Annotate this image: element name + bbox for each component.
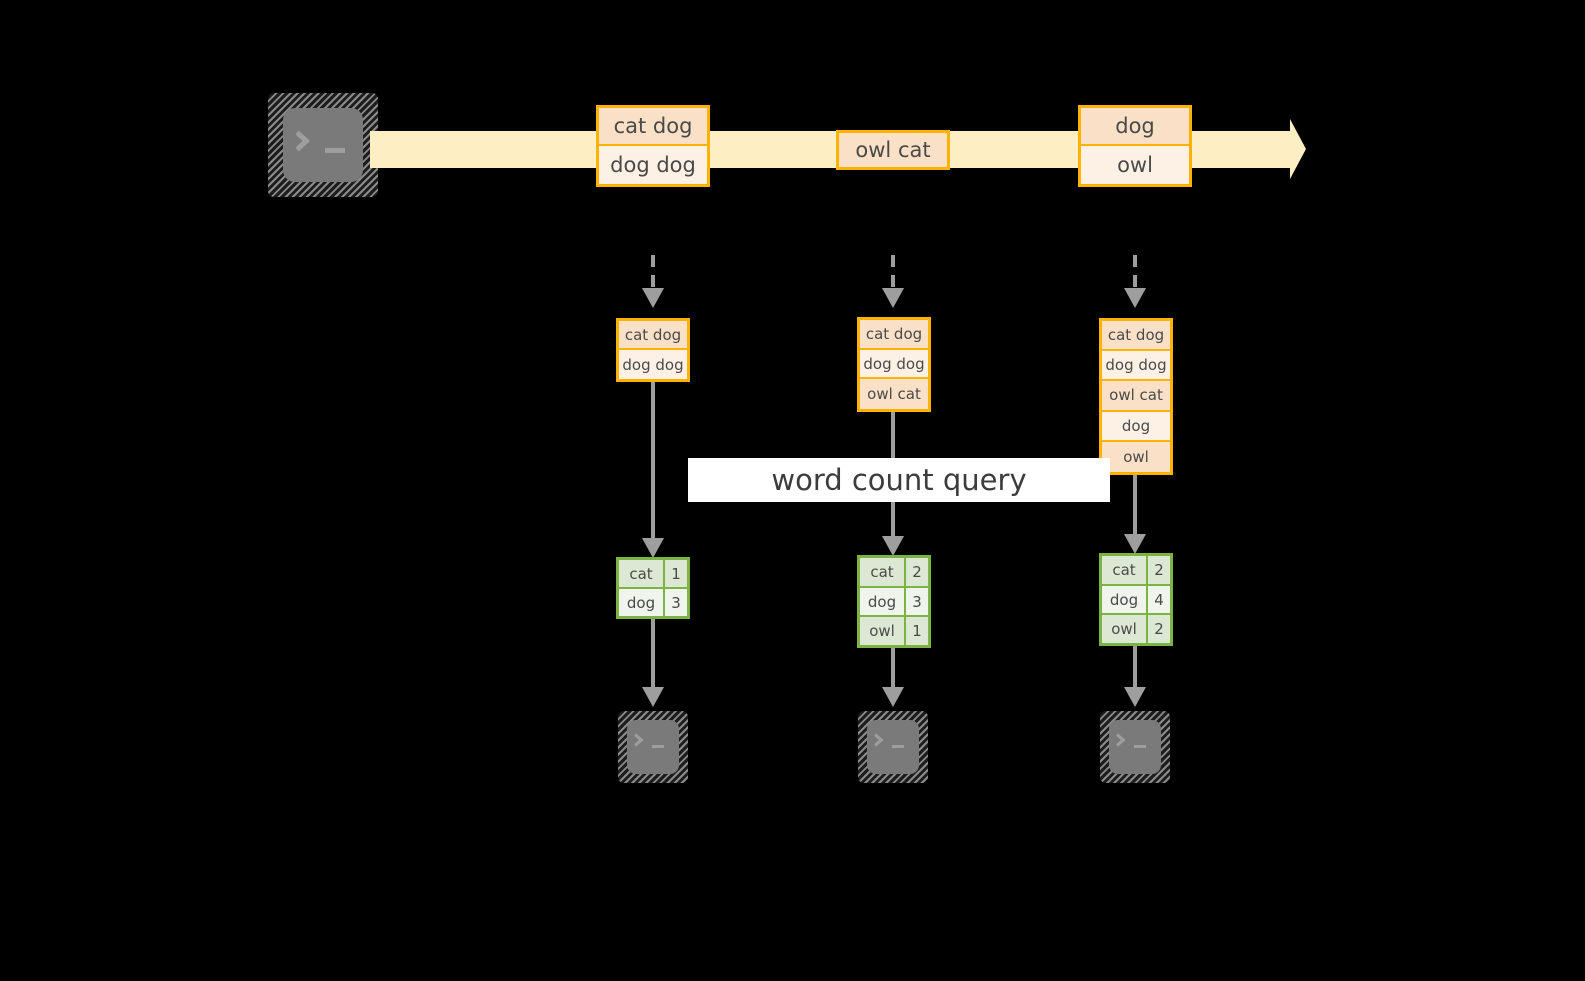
ingest-arrow-head-1	[642, 288, 664, 308]
snapshot-result-2[interactable]: cat 2 dog 3 owl 1	[857, 555, 931, 648]
snapshot-input-1[interactable]: cat dog dog dog	[616, 318, 690, 382]
result-row: dog 4	[1102, 585, 1170, 616]
result-row: dog 3	[860, 587, 928, 618]
query-banner: word count query	[688, 458, 1110, 502]
ingest-arrow-line-1	[651, 255, 655, 297]
prompt-underscore-icon	[325, 148, 345, 153]
output-arrow-line-3	[1133, 646, 1137, 695]
stream-event-line: owl	[1081, 146, 1189, 184]
result-count: 2	[1148, 615, 1170, 644]
prompt-chevron-icon	[295, 128, 317, 154]
query-arrow-line-3	[1133, 475, 1137, 548]
snapshot-input-line: owl cat	[860, 379, 928, 409]
output-arrow-line-1	[651, 619, 655, 695]
snapshot-input-line: cat dog	[1102, 321, 1170, 352]
result-count: 4	[1148, 585, 1170, 614]
result-word: dog	[860, 587, 906, 616]
result-word: owl	[860, 617, 906, 646]
stream-event-line: dog dog	[599, 146, 707, 184]
ingest-arrow-head-3	[1124, 288, 1146, 308]
prompt-chevron-icon	[633, 732, 648, 749]
prompt-underscore-icon	[652, 745, 664, 748]
result-word: cat	[860, 558, 906, 586]
result-count: 3	[906, 587, 928, 616]
stream-event-line: owl cat	[839, 133, 947, 167]
snapshot-input-line: dog dog	[619, 350, 687, 379]
stream-event-2[interactable]: owl cat	[836, 130, 950, 170]
prompt-chevron-icon	[873, 732, 888, 749]
prompt-underscore-icon	[1134, 745, 1146, 748]
result-count: 2	[906, 558, 928, 586]
snapshot-input-line: cat dog	[860, 320, 928, 350]
result-row: dog 3	[619, 589, 687, 616]
result-count: 1	[906, 617, 928, 646]
snapshot-input-line: owl cat	[1102, 381, 1170, 412]
snapshot-input-line: cat dog	[619, 321, 687, 350]
result-word: cat	[1102, 556, 1148, 584]
query-arrow-line-1	[651, 382, 655, 550]
snapshot-input-3[interactable]: cat dog dog dog owl cat dog owl	[1099, 318, 1173, 475]
result-count: 2	[1148, 556, 1170, 584]
ingest-arrow-line-2	[891, 255, 895, 297]
snapshot-input-2[interactable]: cat dog dog dog owl cat	[857, 317, 931, 412]
query-arrow-head-1	[642, 538, 664, 558]
ingest-arrow-head-2	[882, 288, 904, 308]
result-count: 1	[665, 560, 687, 587]
output-arrow-head-3	[1124, 687, 1146, 707]
query-arrow-head-3	[1124, 534, 1146, 554]
result-row: cat 1	[619, 560, 687, 589]
terminal-screen	[1109, 720, 1161, 774]
result-row: cat 2	[1102, 556, 1170, 586]
stream-event-3[interactable]: dog owl	[1078, 105, 1192, 187]
result-row: cat 2	[860, 558, 928, 588]
output-arrow-head-2	[882, 687, 904, 707]
result-row: owl 1	[860, 617, 928, 646]
snapshot-input-line: dog dog	[860, 349, 928, 380]
result-row: owl 2	[1102, 615, 1170, 644]
output-arrow-head-1	[642, 687, 664, 707]
prompt-chevron-icon	[1115, 732, 1130, 749]
stream-event-1[interactable]: cat dog dog dog	[596, 105, 710, 187]
ingest-arrow-line-3	[1133, 255, 1137, 297]
result-count: 3	[665, 589, 687, 616]
event-stream-arrowhead-icon	[1290, 119, 1306, 179]
source-terminal-icon	[268, 93, 378, 197]
snapshot-result-1[interactable]: cat 1 dog 3	[616, 557, 690, 619]
terminal-screen	[867, 720, 919, 774]
sink-terminal-3	[1100, 711, 1170, 783]
terminal-screen	[627, 720, 679, 774]
terminal-screen	[283, 108, 363, 182]
prompt-underscore-icon	[892, 745, 904, 748]
snapshot-input-line: dog dog	[1102, 351, 1170, 382]
result-word: owl	[1102, 615, 1148, 644]
sink-terminal-2	[858, 711, 928, 783]
stream-event-line: cat dog	[599, 108, 707, 146]
result-word: cat	[619, 560, 665, 587]
snapshot-result-3[interactable]: cat 2 dog 4 owl 2	[1099, 553, 1173, 646]
snapshot-input-line: owl	[1102, 441, 1170, 472]
snapshot-input-line: dog	[1102, 411, 1170, 442]
output-arrow-line-2	[891, 648, 895, 695]
result-word: dog	[619, 589, 665, 616]
query-arrow-head-2	[882, 536, 904, 556]
result-word: dog	[1102, 585, 1148, 614]
sink-terminal-1	[618, 711, 688, 783]
stream-event-line: dog	[1081, 108, 1189, 146]
